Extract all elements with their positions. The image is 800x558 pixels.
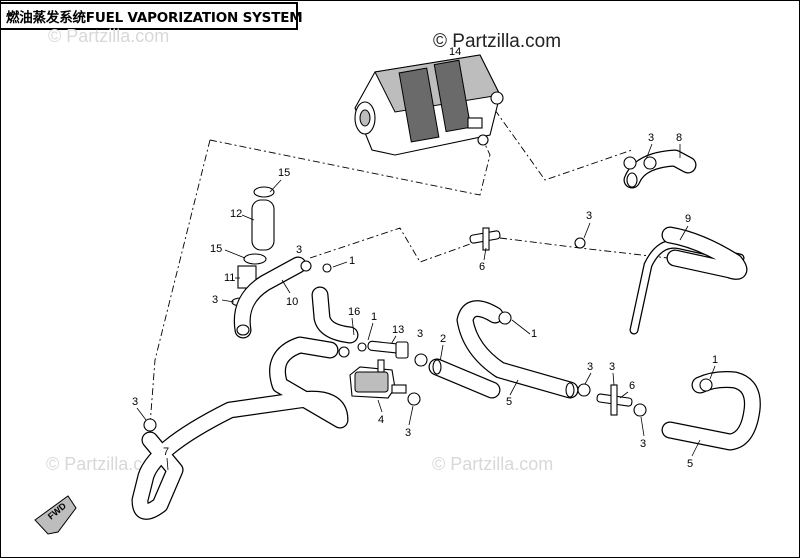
callout-2: 2 [440,333,446,345]
callout-13: 13 [392,324,404,336]
hose-1-short[interactable] [311,286,359,344]
callout-6-lower: 6 [629,380,635,392]
hose-10[interactable] [233,256,307,339]
callout-5-center: 5 [506,396,512,408]
callout-1-mid: 1 [371,311,377,323]
callout-3-right-b: 3 [609,361,615,373]
hose-5-right[interactable] [661,371,761,451]
callout-8: 8 [676,132,682,144]
callout-1-far-right: 1 [712,354,718,366]
fwd-arrow-icon: FWD [34,495,77,535]
callout-6-top: 6 [479,261,485,273]
routing-dashlines [149,109,669,426]
watermark-top-left: © Partzilla.com [48,26,169,46]
callout-3-clamp: 3 [296,244,302,256]
diagram-title-box: 燃油蒸发系统FUEL VAPORIZATION SYSTEM [0,2,303,30]
hose-5-center[interactable] [456,300,579,399]
callout-5-right: 5 [687,458,693,470]
t-fitting-lower[interactable] [596,384,633,416]
callout-3-top: 3 [648,132,654,144]
callout-3-mid: 3 [417,328,423,340]
callout-3-far-left: 3 [132,396,138,408]
watermark-bottom-right: © Partzilla.com [432,454,553,474]
t-fitting-top[interactable] [469,227,501,251]
hose-9[interactable] [629,226,748,335]
charcoal-canister[interactable] [354,54,504,156]
callout-3-bottom: 3 [640,438,646,450]
hose-2[interactable] [428,358,501,399]
callout-15-top: 15 [278,167,290,179]
callout-11: 11 [224,272,235,284]
callout-3-upper: 3 [586,210,592,222]
callout-3-left: 3 [212,294,218,306]
callout-7: 7 [163,446,169,458]
callout-16: 16 [348,306,360,318]
watermark-top-center: © Partzilla.com [433,31,561,52]
callout-15-mid: 15 [210,243,222,255]
clamp-icon [623,156,657,170]
hose-7[interactable] [131,336,349,520]
callout-9: 9 [685,213,691,225]
diagram-title: 燃油蒸发系统FUEL VAPORIZATION SYSTEM [6,10,303,26]
callout-14: 14 [449,46,461,58]
callout-12: 12 [230,208,242,220]
rollover-valve[interactable] [349,359,407,399]
callout-3-lower: 3 [405,427,411,439]
callout-10: 10 [286,296,298,308]
callout-4: 4 [378,414,384,426]
callout-1-top: 1 [349,255,355,267]
callout-1-right: 1 [531,328,537,340]
callout-3-right: 3 [587,361,593,373]
watermark-bottom-left: © Partzilla.com [46,454,167,474]
hose-13[interactable] [367,340,409,359]
